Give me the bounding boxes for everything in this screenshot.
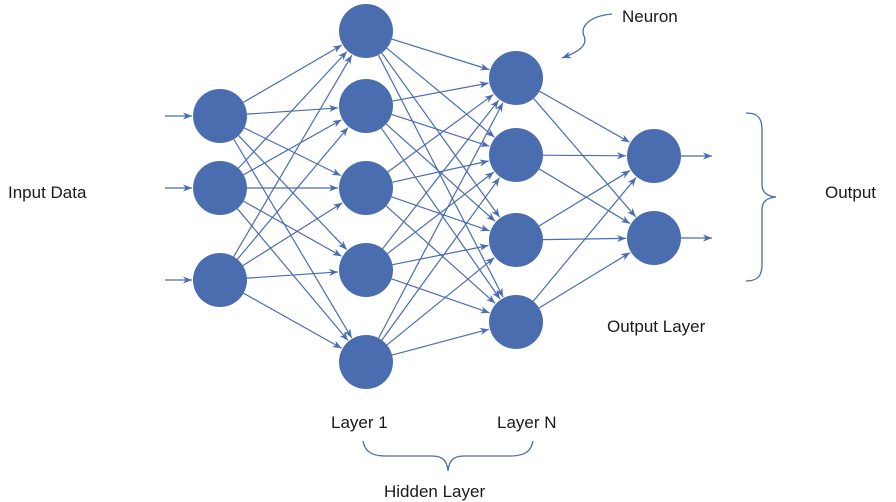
hidden-1-neuron xyxy=(339,243,393,297)
connection-edge xyxy=(387,94,494,173)
connection-edge xyxy=(539,90,630,143)
connection-edge xyxy=(246,268,339,279)
connection-edge xyxy=(391,278,490,314)
connection-edge xyxy=(387,171,495,255)
connection-edge xyxy=(233,138,353,339)
connection-edge xyxy=(392,243,489,266)
connection-edge xyxy=(378,102,504,339)
hidden-n-neuron xyxy=(489,128,543,182)
hidden-n-neuron xyxy=(489,51,543,105)
layer-1-label: Layer 1 xyxy=(331,413,388,432)
connection-edge xyxy=(392,159,489,183)
connection-edge xyxy=(237,51,348,169)
hidden-1-neuron xyxy=(339,4,393,58)
connection-edge xyxy=(381,177,501,341)
input-data-label: Input Data xyxy=(8,183,87,202)
connection-edge xyxy=(382,99,500,250)
connection-edge xyxy=(391,38,490,71)
hidden-layer-brace xyxy=(362,440,534,472)
connection-edge xyxy=(386,257,495,346)
connection-edge xyxy=(243,292,342,349)
connection-edge xyxy=(243,127,342,177)
input-neuron xyxy=(193,253,247,307)
connection-edge xyxy=(532,177,637,302)
output-layer-label: Output Layer xyxy=(607,317,706,336)
connection-edge xyxy=(377,54,504,298)
connection-edge xyxy=(242,202,343,267)
output-brace xyxy=(745,112,777,282)
connection-edge xyxy=(385,123,496,222)
connection-edge xyxy=(391,196,490,232)
connection-edge xyxy=(391,113,490,147)
connection-edge xyxy=(243,44,343,103)
hidden-1-neuron xyxy=(339,161,393,215)
hidden-n-neuron xyxy=(489,213,543,267)
output-neuron xyxy=(627,211,681,265)
hidden-1-neuron xyxy=(339,335,393,389)
output-neuron xyxy=(627,129,681,183)
input-neuron xyxy=(193,161,247,215)
hidden-layer-label: Hidden Layer xyxy=(384,482,486,501)
connection-edge xyxy=(533,98,637,218)
neuron-pointer-arrow xyxy=(561,13,613,59)
hidden-n-neuron xyxy=(489,295,543,349)
neuron-label: Neuron xyxy=(622,7,678,26)
connection-edge xyxy=(538,168,631,225)
connection-edge xyxy=(538,170,631,227)
connection-edge xyxy=(542,152,627,160)
connection-edge xyxy=(243,200,342,257)
connection-edge xyxy=(246,104,339,115)
connection-edge xyxy=(391,328,490,356)
connection-edge xyxy=(243,119,342,176)
layer-n-label: Layer N xyxy=(497,413,557,432)
connection-edge xyxy=(236,127,349,260)
connection-edge xyxy=(233,54,353,258)
hidden-1-neuron xyxy=(339,79,393,133)
input-neuron xyxy=(193,89,247,143)
output-label: Output xyxy=(825,183,877,202)
connection-edge xyxy=(538,252,631,309)
connection-edge xyxy=(392,81,489,102)
connection-edge xyxy=(381,52,501,218)
